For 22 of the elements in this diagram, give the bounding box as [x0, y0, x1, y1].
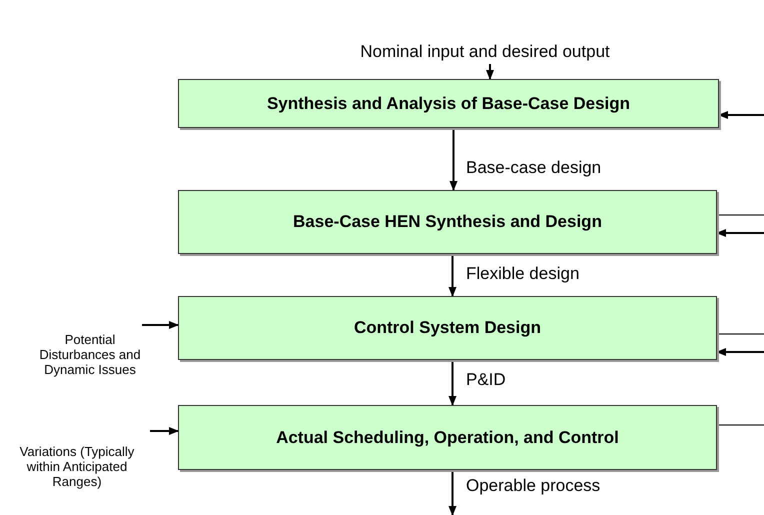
arrow [448, 360, 456, 406]
process-box: Base-Case HEN Synthesis and Design [178, 190, 717, 254]
connector-line [716, 214, 764, 216]
process-box: Synthesis and Analysis of Base-Case Design [178, 79, 719, 128]
edge-label: Operable process [466, 476, 600, 496]
disturbance-text: Potential Disturbances and Dynamic Issues [38, 314, 142, 394]
arrow [150, 427, 179, 435]
arrow [448, 254, 456, 297]
edge-label: Flexible design [466, 264, 580, 284]
arrow [716, 348, 764, 356]
arrow [142, 321, 179, 329]
variation-text: Variations (Typically within Anticipated Ranges) [4, 424, 150, 496]
process-box: Actual Scheduling, Operation, and Control [178, 405, 717, 470]
process-box: Control System Design [178, 296, 717, 360]
edge-label: Base-case design [466, 158, 602, 178]
arrow [716, 229, 764, 237]
arrow [486, 64, 494, 80]
arrow [448, 470, 456, 515]
arrow [450, 128, 458, 191]
connector-line [716, 424, 764, 426]
input-text: Nominal input and desired output [305, 40, 665, 64]
arrow [718, 111, 764, 119]
